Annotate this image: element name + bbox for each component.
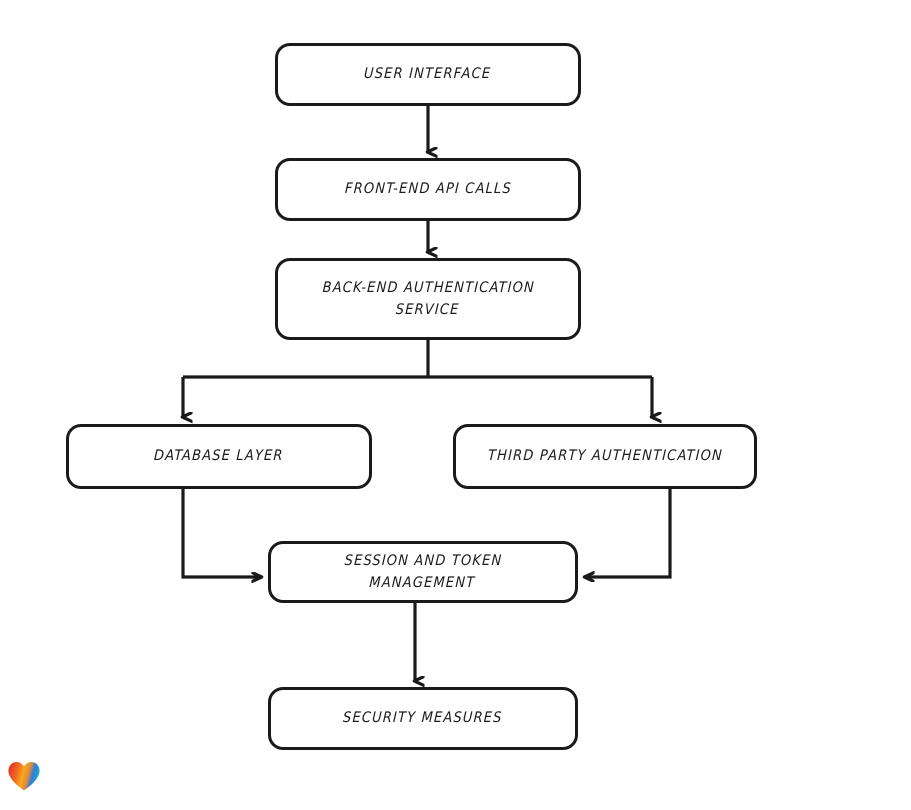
connector-database-to-session [181,489,261,577]
node-front-end-api-calls[interactable]: Front-End API Calls [275,158,581,221]
node-third-party-authentication[interactable]: Third Party Authentication [453,424,757,489]
connector-thirdparty-to-session [585,489,672,577]
node-label-front-end-api-calls: Front-End API Calls [344,181,512,198]
node-back-end-authentication-service[interactable]: Back-End Authentication Service [275,258,581,340]
node-session-and-token-management[interactable]: Session and Token Management [268,541,578,603]
node-security-measures[interactable]: Security Measures [268,687,578,750]
node-label-security-measures: Security Measures [342,710,504,727]
node-label-third-party-authentication: Third Party Authentication [487,448,723,465]
node-label-database-layer: Database Layer [153,448,285,465]
heart-icon [8,762,40,791]
node-label-user-interface: User Interface [363,66,493,83]
node-user-interface[interactable]: User Interface [275,43,581,106]
node-label-session-and-token-management: Session and Token Management [344,552,503,591]
node-label-back-end-authentication-service: Back-End Authentication Service [322,279,536,318]
node-database-layer[interactable]: Database Layer [66,424,372,489]
